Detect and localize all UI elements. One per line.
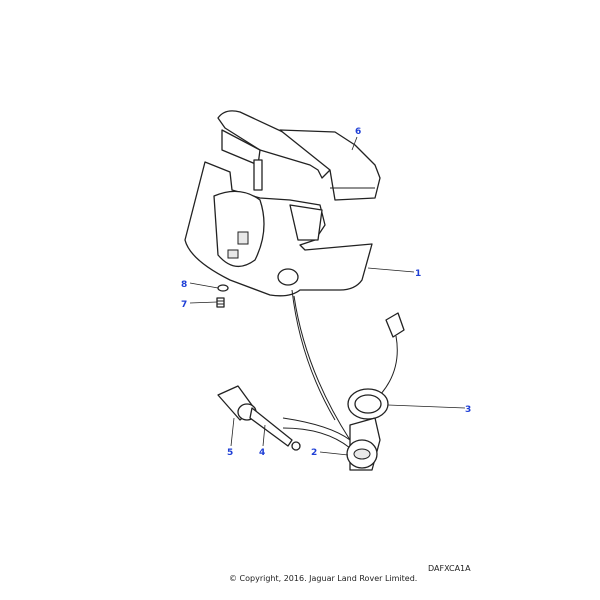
washer-part-8[interactable] bbox=[217, 284, 229, 292]
callout-5[interactable]: 5 bbox=[227, 448, 233, 458]
callout-6[interactable]: 6 bbox=[355, 127, 361, 137]
cable bbox=[291, 289, 336, 421]
callout-8[interactable]: 8 bbox=[181, 280, 187, 290]
callout-3[interactable]: 3 bbox=[465, 405, 471, 415]
callout-1[interactable]: 1 bbox=[415, 269, 421, 279]
callout-4[interactable]: 4 bbox=[259, 448, 265, 458]
diagram-code: DAFXCA1A bbox=[428, 564, 471, 573]
copyright-notice: © Copyright, 2016. Jaguar Land Rover Lim… bbox=[229, 574, 418, 583]
cable bbox=[282, 417, 351, 441]
screw-part-7[interactable] bbox=[216, 297, 225, 308]
ignition-barrel-part-2[interactable] bbox=[346, 417, 381, 471]
connector-ring-part-3[interactable] bbox=[347, 312, 405, 420]
lower-shroud-part-1[interactable] bbox=[184, 161, 373, 297]
callout-7[interactable]: 7 bbox=[181, 300, 187, 310]
upper-shroud-part-6[interactable] bbox=[217, 110, 381, 201]
cable bbox=[293, 295, 351, 441]
cable bbox=[282, 427, 351, 449]
callout-2[interactable]: 2 bbox=[311, 448, 317, 458]
leader-lines bbox=[189, 136, 466, 456]
key-sensor-part-4[interactable] bbox=[249, 407, 301, 451]
